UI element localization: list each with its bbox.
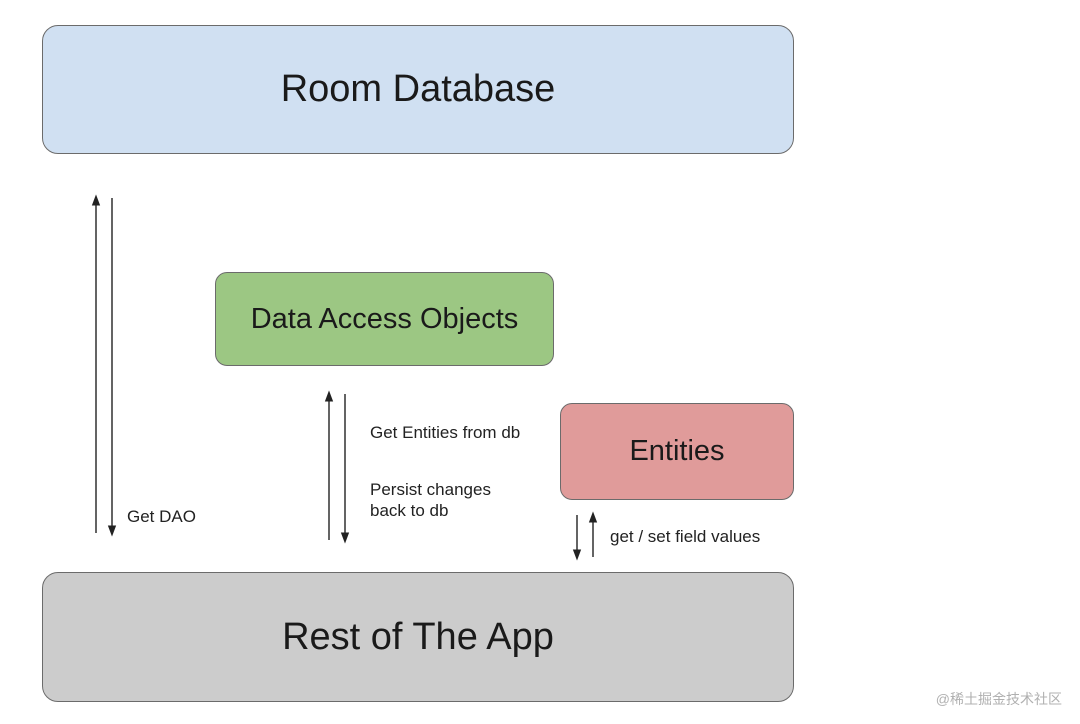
rest-of-the-app-node: Rest of The App — [42, 572, 794, 702]
data-access-objects-node: Data Access Objects — [215, 272, 554, 366]
entities-node: Entities — [560, 403, 794, 500]
edge-label-persist-changes: Persist changes back to db — [370, 480, 491, 520]
edge-label-field-values: get / set field values — [610, 527, 761, 546]
entities-label: Entities — [629, 435, 725, 467]
edge-label-get-dao: Get DAO — [127, 507, 196, 526]
edge-label-get-entities: Get Entities from db — [370, 423, 521, 442]
room-database-label: Room Database — [280, 68, 556, 110]
data-access-objects-label: Data Access Objects — [250, 302, 519, 335]
rest-of-the-app-label: Rest of The App — [282, 615, 554, 658]
watermark: @稀土掘金技术社区 — [935, 691, 1062, 707]
room-database-node: Room Database — [42, 25, 794, 154]
